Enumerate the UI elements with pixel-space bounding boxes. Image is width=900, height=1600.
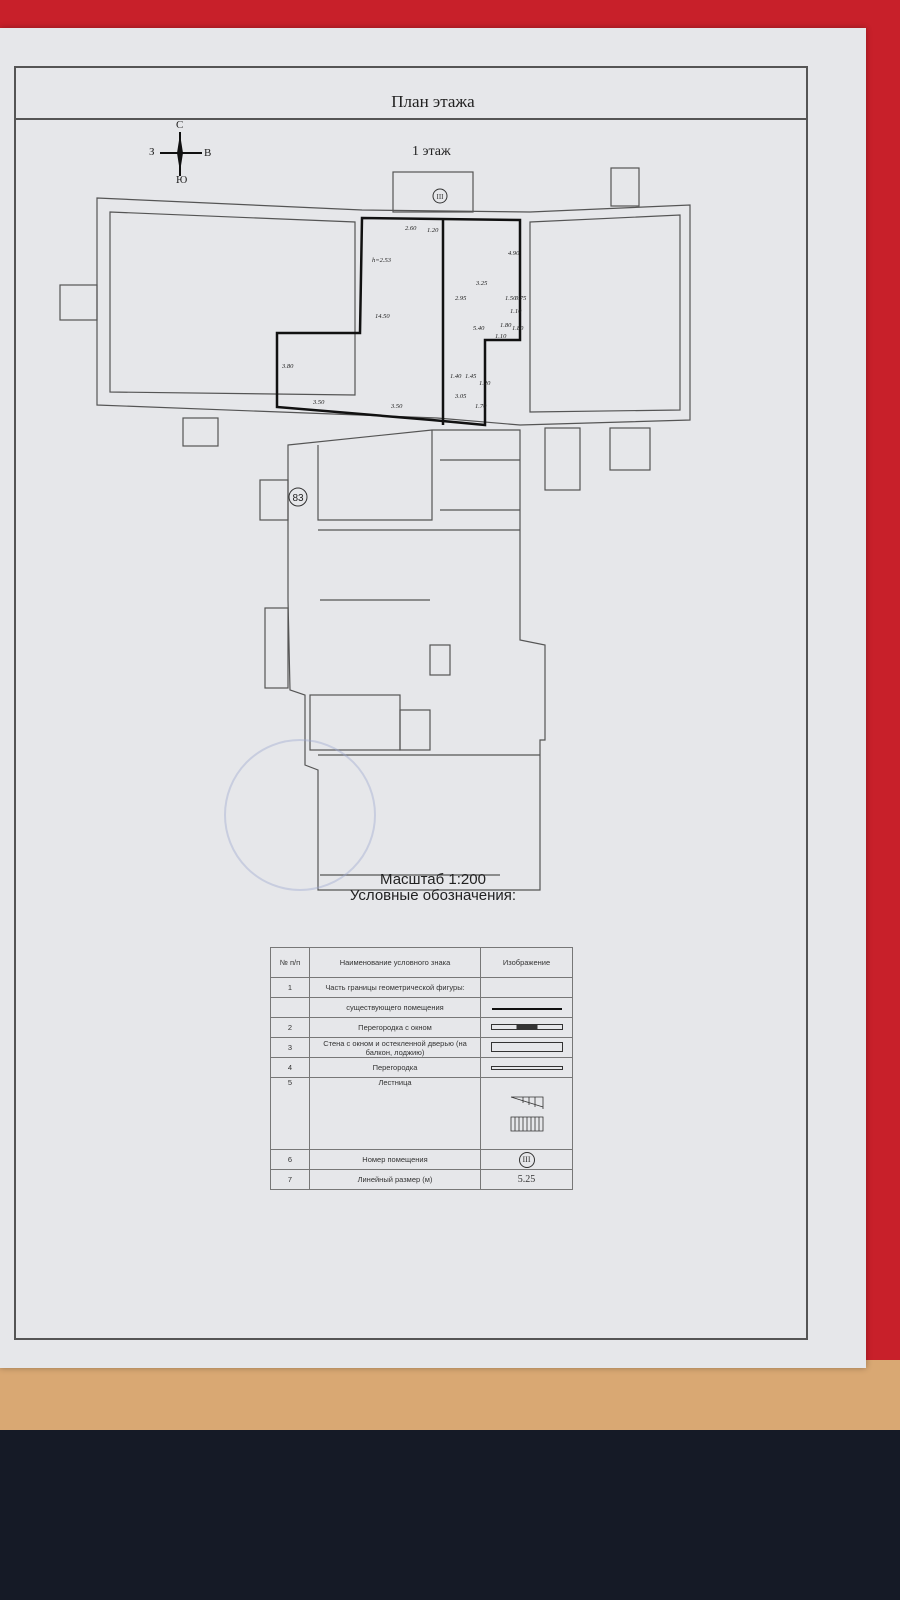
room-number-marker — [432, 188, 448, 204]
room-number-marker — [288, 487, 308, 507]
legend-symbol-dimension: 5.25 — [480, 1169, 573, 1190]
legend-num: 1 — [270, 977, 310, 998]
balcony — [392, 171, 474, 213]
faded-stamp — [224, 739, 376, 891]
legend-symbol-partition — [480, 1057, 573, 1078]
drawing-frame — [14, 66, 808, 1340]
dimension-label: 1.70 — [475, 403, 487, 410]
highlighted-premises-boundary — [275, 216, 522, 427]
legend-name: Перегородка — [309, 1057, 481, 1078]
height-label: h=2.53 — [372, 257, 392, 264]
legend-symbol-partition-window — [480, 1017, 573, 1038]
building-walls — [59, 167, 691, 891]
dimension-label: 3.50 — [312, 399, 325, 406]
legend-header: Изображение — [480, 947, 573, 978]
stairs-icon — [480, 1077, 573, 1150]
legend-num: 7 — [270, 1169, 310, 1190]
dimension-label: 3.50 — [390, 403, 403, 410]
legend-header: № п/п — [270, 947, 310, 978]
dimension-label: 2.95 — [455, 295, 467, 302]
legend-name: существующего помещения — [309, 997, 481, 1018]
floor-plan: III 83 2.60 1.20 4.90 3.25 2.95 1.50 0.7… — [59, 167, 691, 891]
table-surface — [0, 1360, 900, 1440]
floor-background — [0, 1430, 900, 1600]
dimension-label: 1.10 — [495, 333, 507, 340]
compass-rose: С Ю З В — [148, 119, 218, 186]
dimension-label: 0.75 — [515, 295, 527, 302]
legend-symbol-room-number: III — [480, 1149, 573, 1170]
legend-num: 4 — [270, 1057, 310, 1078]
dimension-label: 2.60 — [405, 225, 417, 232]
legend-name: Стена с окном и остекленной дверью (на б… — [309, 1037, 481, 1058]
compass-north: С — [176, 119, 184, 131]
dimension-label: 1.20 — [427, 227, 439, 234]
legend-symbol — [480, 977, 573, 998]
page-title: План этажа — [391, 92, 475, 111]
room-number-top: III — [437, 193, 445, 201]
scale-label: Масштаб 1:200 — [380, 871, 486, 888]
stairwell — [309, 694, 401, 751]
dimension-label: 1.45 — [465, 373, 477, 380]
legend-header: Наименование условного знака — [309, 947, 481, 978]
compass-east: В — [204, 147, 212, 159]
title-divider — [14, 118, 806, 120]
legend-name: Перегородка с окном — [309, 1017, 481, 1038]
legend-title: Условные обозначения: — [349, 887, 517, 904]
dimension-label: 1.80 — [500, 322, 512, 329]
legend-table: № п/п Наименование условного знака Изобр… — [270, 947, 573, 1190]
compass-west: З — [149, 146, 155, 158]
legend-num — [270, 997, 310, 1018]
dimension-label: 1.10 — [510, 308, 522, 315]
scale-and-legend-title: Масштаб 1:200 Условные обозначения: — [0, 872, 866, 904]
legend-symbol-thick-line — [480, 997, 573, 1018]
legend-symbol-wall-window-door — [480, 1037, 573, 1058]
dimension-label: 3.80 — [281, 363, 294, 370]
legend-num: 2 — [270, 1017, 310, 1038]
dimension-label: 1.80 — [512, 325, 524, 332]
legend-name: Лестница — [309, 1077, 481, 1150]
dimension-label: 5.40 — [473, 325, 485, 332]
entrance-stairs-left — [259, 479, 289, 521]
dimension-label: 4.90 — [508, 250, 520, 257]
entrance-stairs — [264, 607, 289, 689]
dimension-label: 3.25 — [475, 280, 488, 287]
legend-name: Линейный размер (м) — [309, 1169, 481, 1190]
legend-num: 3 — [270, 1037, 310, 1058]
legend-row: существующего помещения — [270, 997, 573, 1018]
legend-num: 6 — [270, 1149, 310, 1170]
compass-south: Ю — [176, 174, 188, 186]
legend-header-row: № п/п Наименование условного знака Изобр… — [270, 947, 573, 978]
legend-num: 5 — [270, 1077, 310, 1150]
legend-name: Номер помещения — [309, 1149, 481, 1170]
legend-name: Часть границы геометрической фигуры: — [309, 977, 481, 998]
room-number-left: 83 — [292, 493, 304, 504]
dimension-label: 14.50 — [375, 313, 390, 320]
dimension-label: 1.20 — [479, 380, 491, 387]
dimension-label: 1.50 — [505, 295, 517, 302]
compass-icon — [160, 132, 202, 176]
floor-label: 1 этаж — [412, 144, 451, 159]
dimension-label: 3.05 — [454, 393, 467, 400]
dimension-label: 1.40 — [450, 373, 462, 380]
